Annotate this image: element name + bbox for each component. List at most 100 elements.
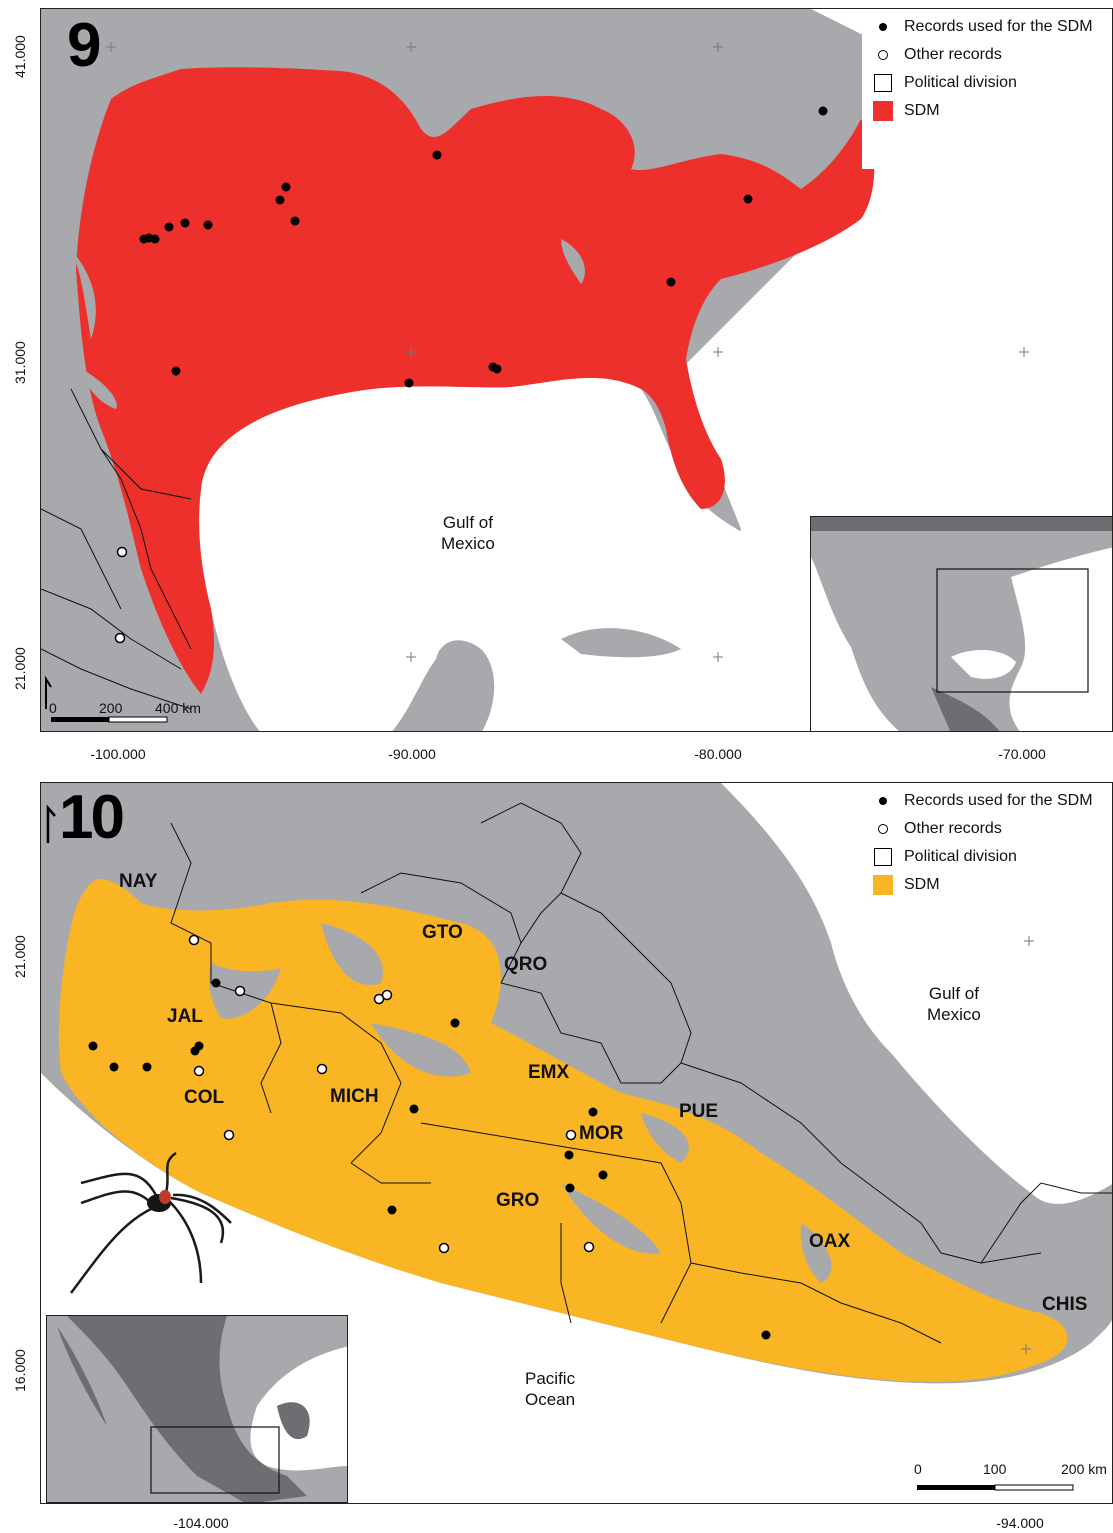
inset-map-10 [46, 1315, 348, 1503]
x-tick: -94.000 [996, 1515, 1044, 1531]
white-square-icon [874, 74, 892, 92]
record-point [142, 1062, 152, 1072]
record-point [761, 1330, 771, 1340]
state-label-pue: PUE [679, 1101, 719, 1122]
legend-item-sdm: SDM [870, 97, 1112, 125]
orange-square-icon [873, 875, 893, 895]
state-label-oax: OAX [809, 1231, 851, 1252]
sdm-area-usa [76, 67, 875, 694]
legend-label: Other records [904, 46, 1002, 63]
record-point [409, 1104, 419, 1114]
state-label-qro: QRO [504, 954, 548, 975]
record-point [450, 1018, 460, 1028]
x-tick: -70.000 [998, 746, 1046, 762]
sdm-gap-5 [561, 1183, 661, 1254]
state-label-nay: NAY [119, 871, 158, 892]
scale-zero: 0 [914, 1461, 922, 1477]
record-point [211, 978, 221, 988]
x-tick: -80.000 [694, 746, 742, 762]
x-tick: -104.000 [173, 1515, 229, 1531]
figure-number-10: 10 [59, 783, 125, 852]
record-point [203, 220, 213, 230]
record-point [818, 106, 828, 116]
white-dot-icon [878, 824, 888, 834]
record-point [290, 216, 300, 226]
graticule [1021, 936, 1034, 1354]
record-point [114, 632, 126, 644]
x-tick: -100.000 [90, 746, 146, 762]
north-arrow-icon [45, 675, 52, 709]
y-tick: 41.000 [12, 35, 28, 78]
black-dot-icon [879, 797, 887, 805]
gulf-label-9: Gulf of Mexico [441, 513, 495, 553]
other-records-usa [114, 546, 128, 644]
record-point [743, 194, 753, 204]
record-point [223, 1129, 235, 1141]
record-point [381, 989, 393, 1001]
red-square-icon [873, 101, 893, 121]
record-point [565, 1183, 575, 1193]
north-arrow-icon [46, 804, 56, 843]
records-sdm-mexico [88, 978, 771, 1340]
record-point [492, 364, 502, 374]
other-records-mexico [188, 934, 595, 1254]
state-label-mor: MOR [579, 1123, 624, 1144]
figure-number-9: 9 [67, 11, 102, 80]
record-point [234, 985, 246, 997]
sdm-gap-2 [321, 923, 383, 985]
record-point [150, 234, 160, 244]
spider-illustration [69, 1151, 232, 1294]
y-tick: 31.000 [12, 341, 28, 384]
record-point [404, 378, 414, 388]
sdm-gap-3 [371, 1023, 471, 1077]
legend-item-records-sdm: Records used for the SDM [870, 787, 1112, 815]
sdm-gap-2 [561, 239, 585, 284]
cuba [561, 628, 681, 658]
record-point [588, 1107, 598, 1117]
sdm-gap-1 [71, 249, 117, 409]
sdm-gap-4 [641, 1113, 689, 1163]
state-label-gto: GTO [422, 922, 463, 943]
legend-label: SDM [904, 102, 940, 119]
record-point [583, 1241, 595, 1253]
sdm-gap-6 [800, 1223, 832, 1283]
graticule [106, 42, 1029, 662]
y-tick: 16.000 [12, 1349, 28, 1392]
legend-label: Political division [904, 848, 1017, 865]
record-point [116, 546, 128, 558]
state-label-jal: JAL [167, 1006, 203, 1027]
records-sdm-usa [139, 106, 828, 388]
state-label-gro: GRO [496, 1190, 540, 1211]
record-point [432, 150, 442, 160]
record-point [193, 1065, 205, 1077]
legend-label: SDM [904, 876, 940, 893]
mexico-division-lines [41, 388, 192, 710]
state-label-mich: MICH [330, 1086, 379, 1107]
record-point [666, 277, 676, 287]
state-label-emx: EMX [528, 1062, 570, 1083]
x-tick: -90.000 [388, 746, 436, 762]
spider-abdomen [159, 1190, 171, 1204]
black-dot-icon [879, 23, 887, 31]
scale-bar-9 [51, 716, 168, 723]
record-point [598, 1170, 608, 1180]
legend-item-political-division: Political division [870, 843, 1112, 871]
record-point [565, 1129, 577, 1141]
record-point [180, 218, 190, 228]
y-tick: 21.000 [12, 647, 28, 690]
legend-item-political-division: Political division [870, 69, 1112, 97]
scale-mid: 200 [99, 700, 123, 716]
scale-zero: 0 [49, 700, 57, 716]
record-point [281, 182, 291, 192]
record-point [164, 222, 174, 232]
record-point [190, 1046, 200, 1056]
legend-10: Records used for the SDM Other records P… [862, 783, 1112, 923]
legend-item-records-sdm: Records used for the SDM [870, 13, 1112, 41]
legend-item-other-records: Other records [870, 41, 1112, 69]
map-panel-10: 10 Records used for the SDM Other record… [40, 782, 1113, 1504]
legend-label: Other records [904, 820, 1002, 837]
record-point [316, 1063, 328, 1075]
legend-label: Records used for the SDM [904, 18, 1093, 35]
state-label-chis: CHIS [1042, 1294, 1088, 1315]
record-point [171, 366, 181, 376]
